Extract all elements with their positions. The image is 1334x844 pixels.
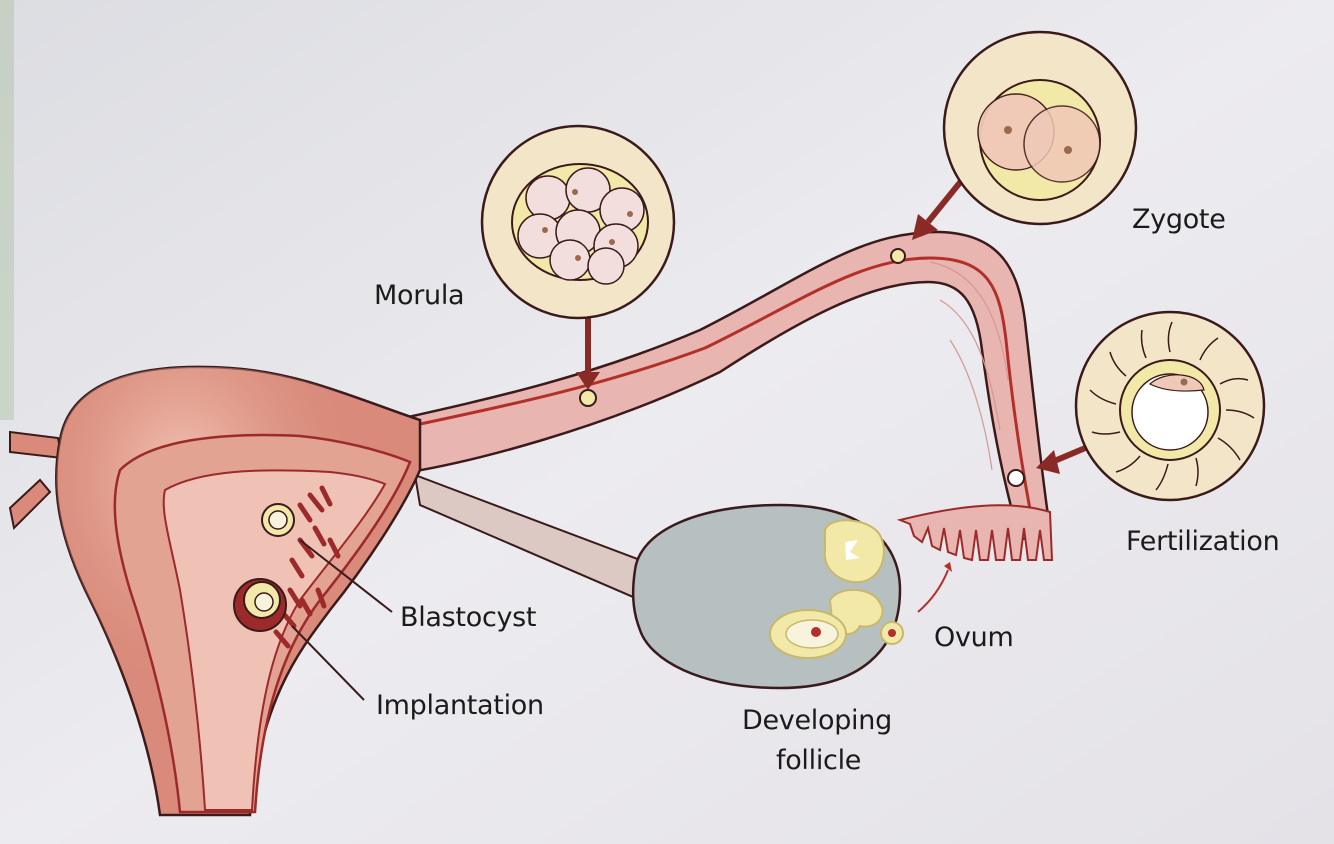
blastocyst-cavity <box>268 510 288 530</box>
morula-inset <box>480 124 676 320</box>
label-zygote: Zygote <box>1132 204 1226 235</box>
fertilization-arrow <box>1036 443 1092 474</box>
ovum-nucleus <box>888 629 896 637</box>
developing-follicle-oocyte <box>811 627 821 637</box>
tube-lumen <box>299 256 1036 531</box>
implanted-blastocyst-cavity <box>254 592 274 612</box>
fimbriae <box>896 504 1054 562</box>
follicle-rupture <box>845 540 860 560</box>
follicle-large <box>823 519 885 584</box>
label-developing-follicle-line2: follicle <box>776 745 862 776</box>
page-edge <box>0 0 14 420</box>
label-developing-follicle-line1: Developing <box>742 705 892 736</box>
morula-arrow <box>576 318 600 390</box>
fertilization-inset <box>1074 310 1266 502</box>
implantation-leader <box>291 625 365 701</box>
label-morula: Morula <box>374 280 465 311</box>
fertilization-site <box>1007 469 1025 487</box>
morula-in-tube <box>579 389 597 407</box>
label-blastocyst: Blastocyst <box>400 602 537 633</box>
ovum-path <box>917 569 949 613</box>
endometrial-glands <box>273 485 341 649</box>
left-ligament-lower <box>8 478 52 531</box>
sperm-cells <box>1089 321 1255 491</box>
zygote-arrow <box>912 178 965 240</box>
zygote-inset <box>942 30 1138 226</box>
ovum-path-head <box>944 562 952 572</box>
zygote-in-tube <box>890 248 906 264</box>
label-implantation: Implantation <box>376 690 544 721</box>
blastocyst-leader <box>299 539 393 613</box>
label-ovum: Ovum <box>934 622 1014 653</box>
label-fertilization: Fertilization <box>1126 526 1280 557</box>
tube-striations <box>929 261 1009 471</box>
